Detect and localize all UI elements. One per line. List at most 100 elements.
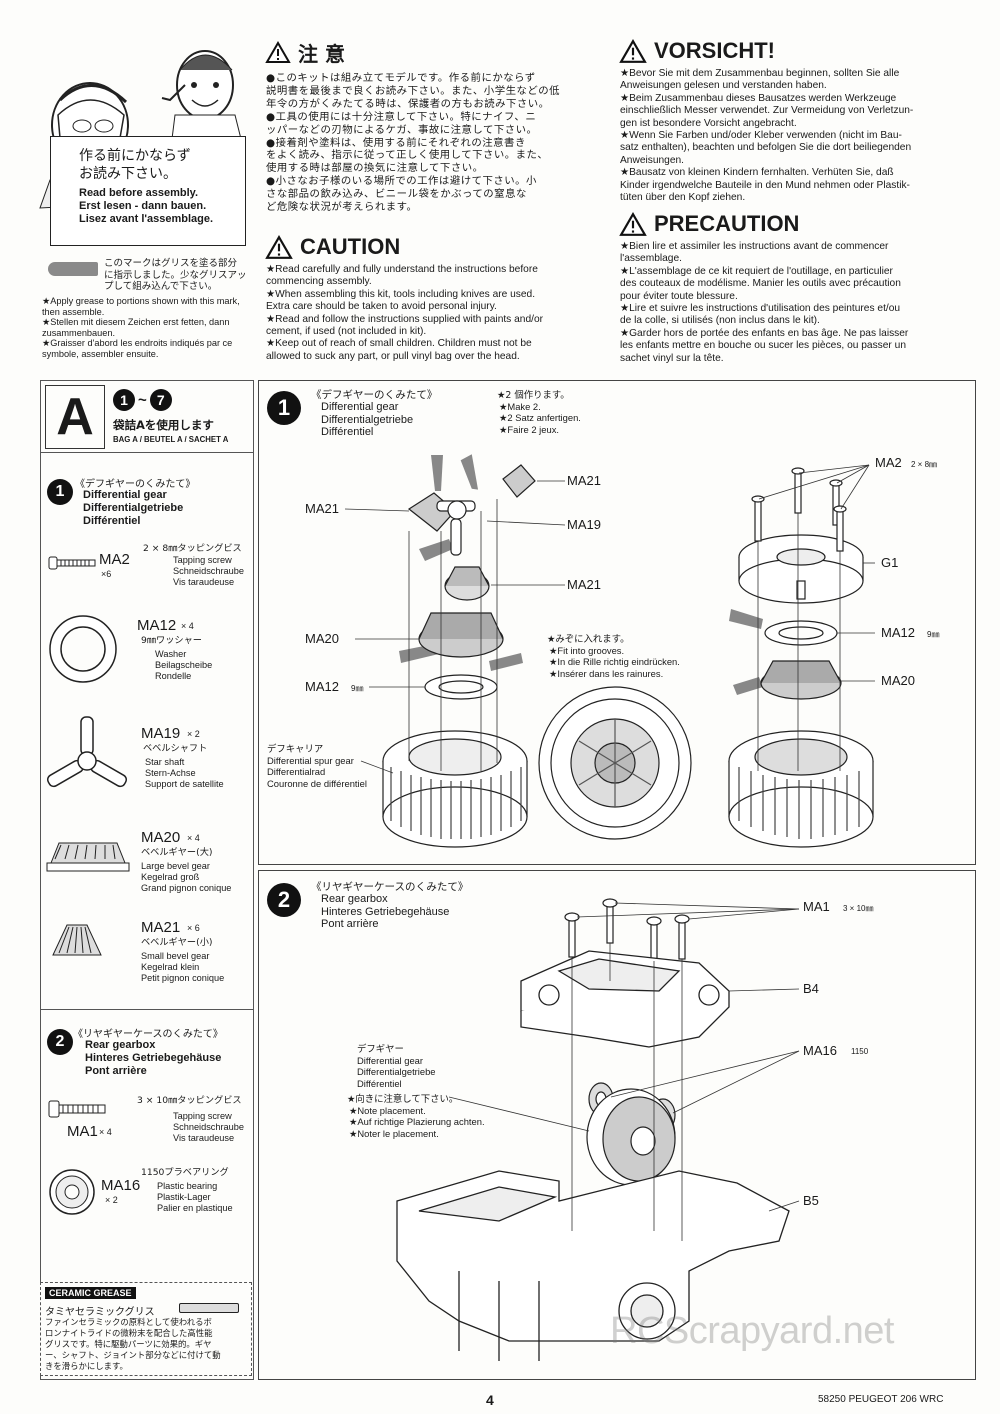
part-size: 1150プラベアリング (141, 1167, 229, 1178)
part-code: MA20 (141, 829, 181, 846)
caution-line: cement, if used (not included in kit). (266, 326, 427, 338)
ceramic-line: グリスです。特に駆動パーツに効果的。ギヤ (45, 1339, 212, 1349)
groove-note: ★In die Rille richtig eindrücken. (549, 656, 680, 668)
part-code: MA16 (101, 1177, 141, 1194)
panel2-en: Rear gearbox (321, 893, 388, 905)
vorsicht-line: ★Bausatz von kleinen Kindern fernhalten.… (620, 167, 894, 179)
panel2-jp: 《リヤギヤーケースのくみたて》 (311, 881, 469, 893)
caution-line: ★When assembling this kit, tools includi… (266, 288, 536, 300)
bag-jp: 袋詰Aを使用します (113, 418, 214, 432)
step2-en: Rear gearbox (85, 1039, 156, 1051)
intro-illustration: 作る前にかならず お読み下さい。 Read before assembly. E… (20, 30, 260, 255)
groove-note: ★Fit into grooves. (549, 645, 625, 656)
bag-header: A 1 ~ 7 袋詰Aを使用します BAG A / BEUTEL A / SAC… (41, 381, 253, 453)
part-ma20: MA20 × 4 ベベルギヤー(大) Large bevel gear Kege… (45, 827, 251, 907)
tapping-screw-icon (48, 1100, 106, 1118)
intro-en: Read before assembly. (79, 187, 199, 199)
caution-line: commencing assembly. (266, 276, 372, 288)
part-desc: Kegelrad klein (141, 962, 200, 972)
caution-line: ★Read and follow the instructions suppli… (266, 313, 543, 325)
part-desc: Washer (155, 649, 187, 659)
label-ma2: MA2 (875, 455, 902, 470)
tapping-screw-icon (48, 556, 96, 570)
caution-title: CAUTION (300, 234, 401, 259)
step2-panel-badge: 2 (267, 883, 301, 917)
label-ma16-size: 1150 (851, 1047, 869, 1056)
part-desc: Kegelrad groß (141, 872, 200, 882)
step1-panel: 1 《デフギヤーのくみたて》 Differential gear Differe… (258, 380, 976, 865)
precaution-line: ★Bien lire et assimiler les instructions… (620, 241, 889, 252)
precaution-line: des couteaux de modélisme. Manier les ou… (620, 278, 901, 290)
precaution-line: pour éviter toute blessure. (620, 290, 738, 302)
panel2-de: Hinteres Getriebegehäuse (321, 905, 450, 918)
label-ma12-size: 9㎜ (351, 684, 364, 693)
chui-line: ●このキットは組み立てモデルです。作る前にかならず (266, 72, 536, 84)
label-b5: B5 (803, 1193, 819, 1208)
part-code: MA19 (141, 725, 181, 742)
vorsicht-line: gen ist besondere Vorsicht angebracht. (620, 117, 797, 129)
part-ma16: MA16 × 2 1150プラベアリング Plastic bearing Pla… (45, 1165, 251, 1235)
step1-de: Differentialgetriebe (83, 502, 184, 514)
intro-fr: Lisez avant l'assemblage. (79, 213, 214, 225)
vorsicht-line: einschließlich Messer verwendet. Zur Ver… (620, 105, 914, 117)
part-desc: Grand pignon conique (141, 883, 232, 893)
step2-panel: 2 《リヤギヤーケースのくみたて》 Rear gearbox Hinteres … (258, 870, 976, 1380)
grease-item-en: ★Apply grease to portions shown with thi… (42, 296, 240, 317)
placement-note-jp: ★向きに注意して下さい。 (347, 1094, 459, 1105)
label-ma16: MA16 (803, 1043, 837, 1058)
chui-line: 年令の方がくみたてる時は、保護者の方もお読み下さい。 (266, 97, 550, 110)
chui-section: 注 意 ●このキットは組み立てモデルです。作る前にかならず 説明書を最後まで良く… (265, 38, 606, 214)
part-ma12: MA12 × 4 9㎜ワッシャー Washer Beilagscheibe Ro… (45, 613, 251, 699)
label-ma21: MA21 (305, 501, 339, 516)
intro-jp-line1: 作る前にかならず (79, 148, 191, 164)
ceramic-grease-note: CERAMIC GREASE タミヤセラミックグリス ファインセラミックの原料と… (40, 1282, 252, 1376)
bag-letter-box: A (45, 385, 105, 449)
part-desc: Star shaft (145, 757, 185, 767)
step2-fr: Pont arrière (85, 1065, 147, 1077)
part-desc: Petit pignon conique (141, 973, 225, 983)
part-qty: ×6 (101, 569, 112, 579)
part-desc: Palier en plastique (157, 1203, 233, 1213)
grease-mark-icon (48, 262, 98, 276)
label-ma1: MA1 (803, 899, 830, 914)
page-number: 4 (486, 1392, 494, 1408)
part-desc: Tapping screw (173, 555, 232, 565)
ceramic-line: きを滑らかにします。 (45, 1361, 128, 1371)
part-ma21: MA21 × 6 ベベルギヤー(小) Small bevel gear Kege… (45, 917, 251, 997)
vorsicht-line: ★Beim Zusammenbau dieses Bausatzes werde… (620, 92, 897, 104)
ceramic-line: ロンナイトライドの微粉末を配合した高性能 (45, 1328, 213, 1338)
warning-triangle-icon (265, 41, 291, 63)
step2-de: Hinteres Getriebegehäuse (85, 1052, 222, 1064)
step1-fr: Différentiel (83, 515, 141, 527)
warning-triangle-icon (619, 38, 647, 63)
diff-jp: デフギヤー (357, 1044, 404, 1055)
label-ma2-size: 2 × 8㎜ (911, 460, 938, 469)
part-code: MA12 (137, 617, 177, 634)
part-desc: Plastik-Lager (157, 1192, 211, 1202)
model-id: 58250 PEUGEOT 206 WRC (818, 1394, 944, 1405)
label-ma19: MA19 (567, 517, 601, 532)
part-code: MA2 (99, 551, 130, 568)
part-desc: Vis taraudeuse (173, 1133, 235, 1143)
chui-line: ●小さなお子様のいる場所での工作は避けて下さい。小 (266, 175, 537, 188)
ceramic-line: ー、シャフト、ジョイント部分などに付けて動 (45, 1350, 221, 1360)
part-qty: × 6 (187, 923, 200, 933)
step1-panel-badge: 1 (267, 391, 301, 425)
groove-note: ★Insérer dans les rainures. (549, 667, 664, 679)
large-bevel-gear-icon (46, 842, 130, 872)
range-separator: ~ (138, 391, 147, 409)
precaution-line: ★Lire et suivre les instructions d'utili… (620, 303, 901, 315)
vorsicht-line: Kinder irgendwelche Bauteile in den Mund… (620, 179, 910, 191)
grease-jp-1: このマークはグリスを塗る部分 (104, 258, 238, 269)
part-desc: Schneidschraube (173, 566, 244, 576)
caution-line: allowed to suck any part, or pull vinyl … (266, 350, 520, 362)
vorsicht-line: ★Wenn Sie Farben und/oder Kleber verwend… (620, 130, 902, 142)
part-size: ベベルシャフト (143, 743, 208, 754)
label-ma12: MA12 (881, 625, 915, 640)
plastic-bearing-icon (49, 1169, 95, 1215)
caution-section: CAUTION ★Read carefully and fully unders… (265, 234, 601, 363)
warning-triangle-icon (265, 234, 293, 259)
washer-icon (49, 615, 117, 683)
watermark: RCScrapyard.net (610, 1310, 894, 1352)
panel1-fr: Différentiel (321, 426, 374, 438)
